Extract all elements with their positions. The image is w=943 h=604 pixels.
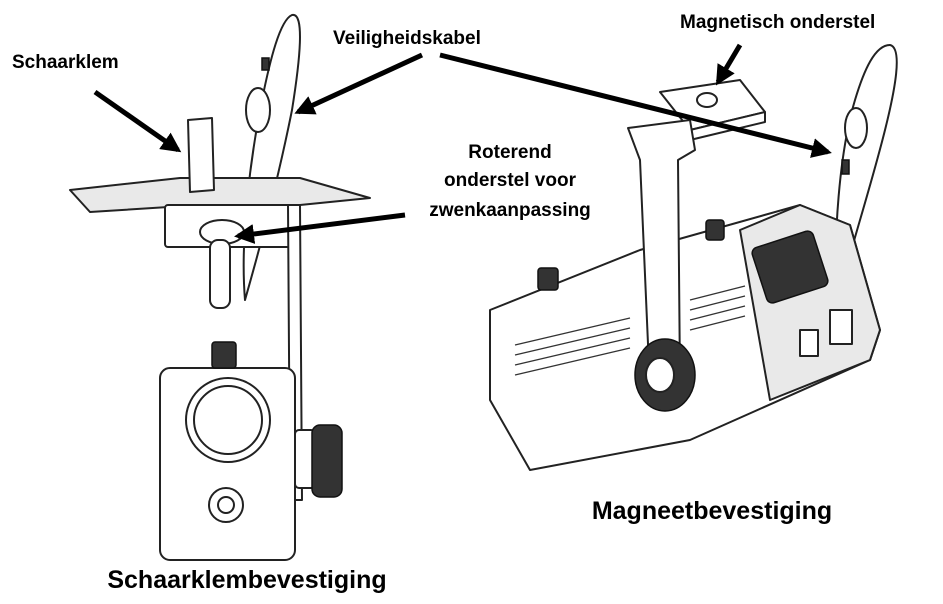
scissor-clamp-post: [187, 117, 215, 193]
label-rotating-base-line3: zwenkaanpassing: [429, 200, 591, 221]
arrow-rotating-base: [234, 212, 406, 244]
magnet-yoke-bracket: [627, 119, 696, 391]
rear-grille: [751, 230, 829, 304]
label-rotating-base-line1: Roterend: [468, 142, 551, 163]
label-scissor-clamp: Schaarklem: [12, 52, 119, 73]
caption-clamp-mount: Schaarklembevestiging: [107, 566, 386, 594]
swivel-handle: [209, 239, 231, 309]
left-cable-clip: [245, 87, 271, 133]
arrow-magnetic-base: [715, 43, 743, 86]
power-switch: [829, 309, 853, 345]
top-adjust-screw: [211, 341, 237, 369]
side-tilt-knob: [311, 424, 343, 498]
left-cable-ferrule: [261, 57, 270, 71]
arrow-safety-cable-right: [439, 52, 832, 158]
right-safety-cable: [835, 44, 898, 301]
label-rotating-base-line2: onderstel voor: [444, 170, 577, 191]
label-safety-cable: Veiligheidskabel: [333, 28, 481, 49]
caption-magnet-mount: Magneetbevestiging: [592, 497, 832, 525]
right-cable-clip: [844, 107, 868, 149]
label-magnetic-base: Magnetisch onderstel: [680, 12, 875, 33]
arrow-safety-cable-left: [294, 52, 424, 115]
fixture-lens: [193, 385, 263, 455]
magnet-mount-illustration: [489, 44, 898, 471]
arrow-scissor-clamp: [93, 89, 182, 153]
callout-arrows: [93, 43, 832, 244]
housing-vent-lines: [514, 285, 746, 376]
power-socket: [799, 329, 819, 357]
clamp-mount-illustration: [69, 14, 371, 561]
